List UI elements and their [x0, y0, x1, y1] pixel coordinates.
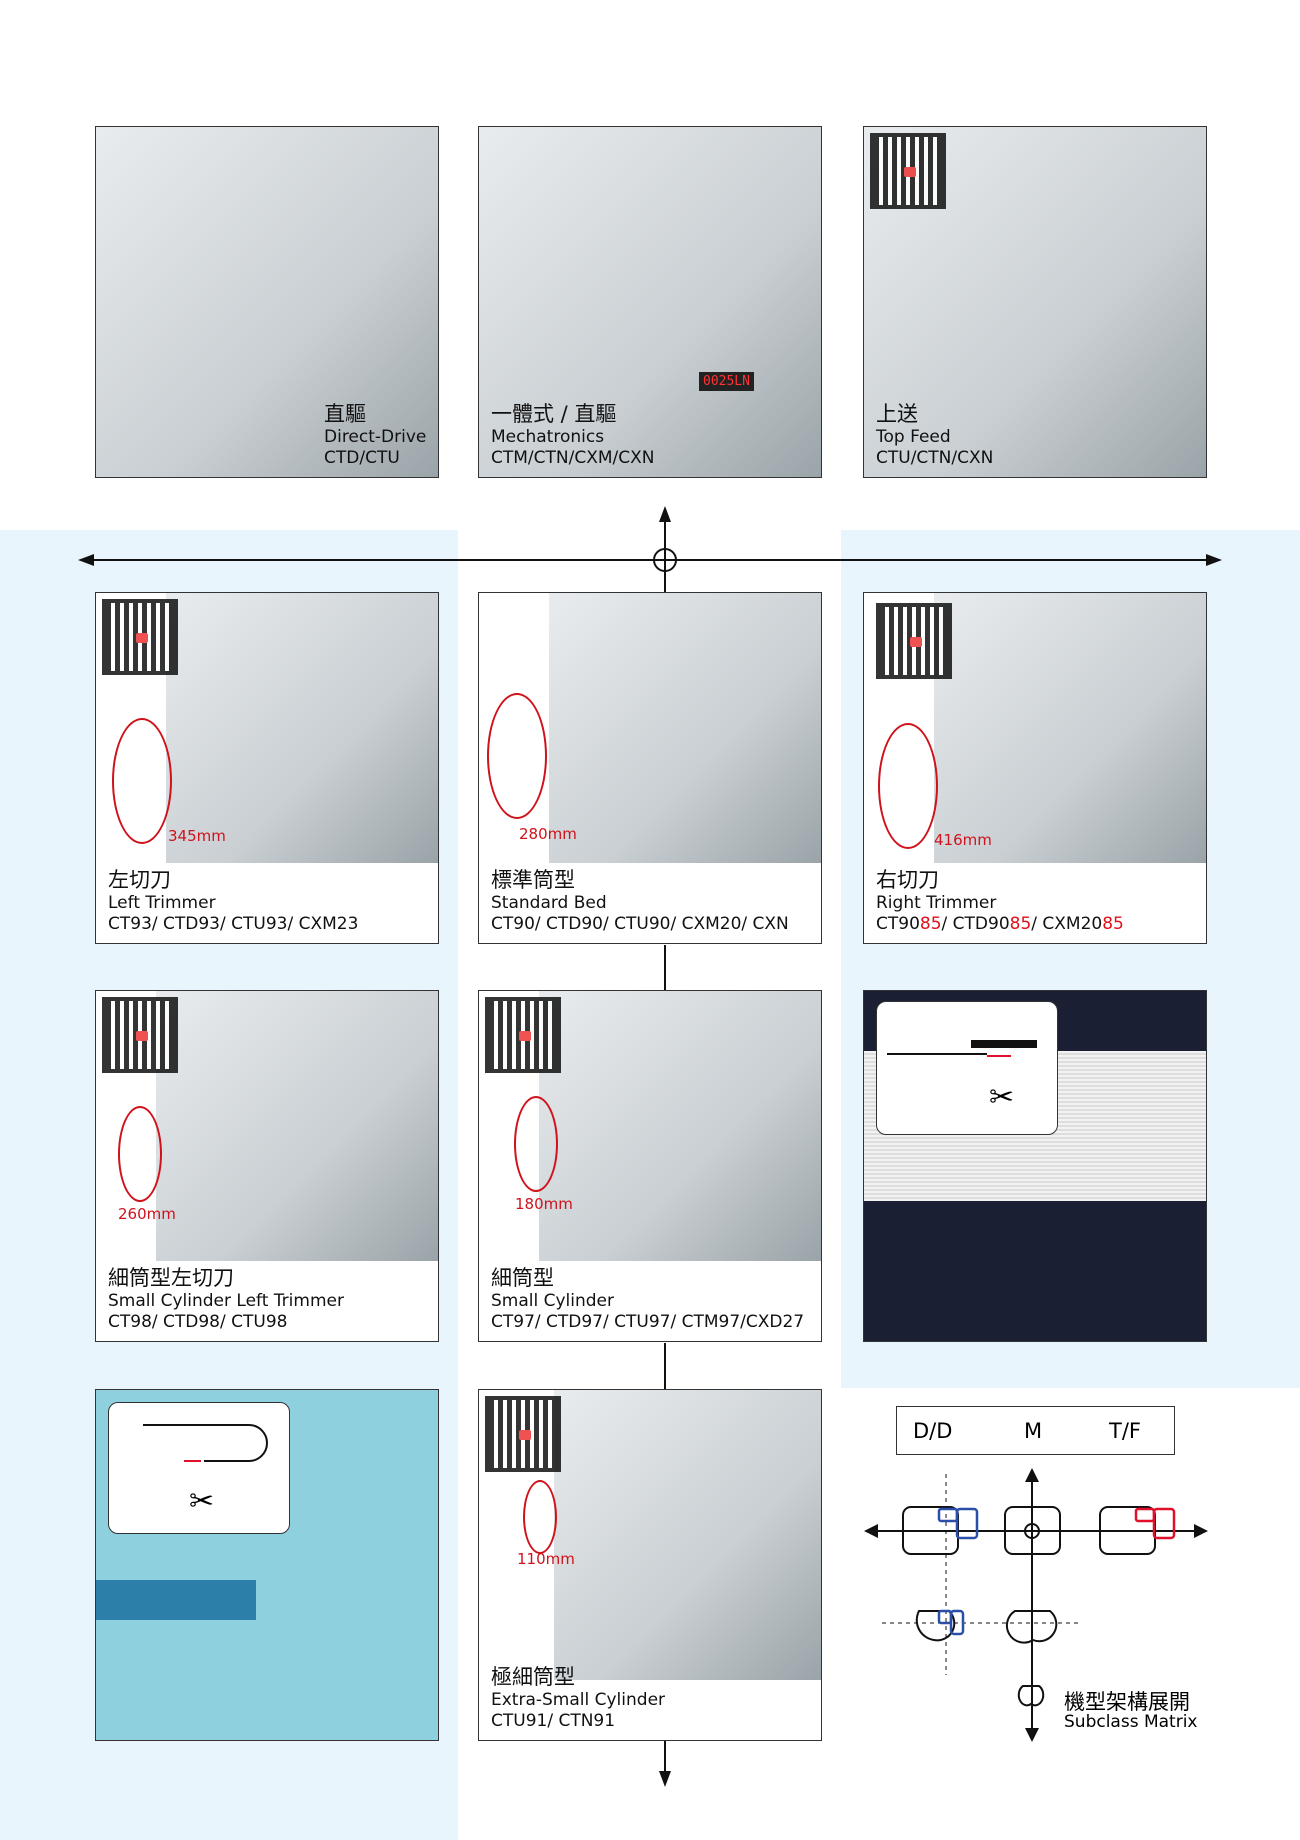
panel-fabric-left: ✂ [95, 1389, 439, 1741]
model-part: 85 [1102, 914, 1124, 934]
caption-zh: 標準筒型 [491, 868, 575, 892]
rotation-ring [878, 723, 938, 849]
caption-zh: 一體式 / 直驅 [491, 402, 617, 426]
caption-zh: 右切刀 [876, 868, 939, 892]
fabric-photo [96, 1580, 256, 1620]
caption-zh: 極細筒型 [491, 1665, 575, 1689]
matrix-title-en: Subclass Matrix [1064, 1712, 1198, 1732]
qr-code[interactable] [485, 997, 561, 1073]
caption-zh: 細筒型左切刀 [108, 1266, 234, 1290]
caption-models: CT98/ CTD98/ CTU98 [108, 1312, 288, 1332]
caption-en: Extra-Small Cylinder [491, 1690, 666, 1710]
caption-models: CT90/ CTD90/ CTU90/ CXM20/ CXN [491, 914, 789, 934]
model-part: 85 [919, 914, 942, 934]
model-part: 85 [1009, 914, 1032, 934]
caption-zh: 左切刀 [108, 868, 171, 892]
matrix-title-zh: 機型架構展開 [1064, 1690, 1190, 1714]
qr-code[interactable] [102, 599, 178, 675]
machine-photo [934, 593, 1206, 863]
bed-size: 180mm [515, 1195, 573, 1213]
svg-text:✂: ✂ [989, 1080, 1014, 1115]
rotation-ring [487, 693, 547, 819]
panel-fabric-right: ✂ [863, 990, 1207, 1342]
caption-models: CT97/ CTD97/ CTU97/ CTM97/CXD27 [491, 1312, 805, 1332]
rotation-ring [523, 1480, 557, 1554]
bed-size: 110mm [517, 1550, 575, 1568]
caption-models: CTD/CTU [324, 448, 400, 468]
machine-photo [549, 593, 821, 863]
stitch-diagram-card: ✂ [876, 1001, 1058, 1135]
model-part: / CXM20 [1031, 914, 1103, 934]
model-part: / CTD90 [941, 914, 1010, 934]
machine-photo [166, 593, 438, 863]
subclass-matrix: D/D M T/F 機型架構展開 Subclass Matrix [860, 1390, 1300, 1750]
caption-en: Mechatronics [491, 427, 605, 447]
caption-models: CTU/CTN/CXN [876, 448, 994, 468]
rotation-ring [118, 1106, 162, 1202]
caption-models: CTU91/ CTN91 [491, 1711, 616, 1731]
caption-en: Direct-Drive [324, 427, 427, 447]
label-m: M [1024, 1419, 1043, 1443]
qr-code[interactable] [876, 603, 952, 679]
control-display: 0025LN [699, 372, 754, 391]
matrix-diagram [864, 1468, 1208, 1742]
bed-size: 280mm [519, 825, 577, 843]
model-part: CT90 [876, 914, 920, 934]
stitch-diagram-card: ✂ [108, 1402, 290, 1534]
machine-photo [554, 1390, 821, 1680]
matrix-header: D/D M T/F [896, 1406, 1175, 1455]
caption-models: CT93/ CTD93/ CTU93/ CXM23 [108, 914, 359, 934]
caption-en: Right Trimmer [876, 893, 997, 913]
bed-size: 260mm [118, 1205, 176, 1223]
machine-photo [539, 991, 821, 1261]
machine-photo [156, 991, 438, 1261]
caption-en: Small Cylinder Left Trimmer [108, 1291, 344, 1311]
matrix-title: 機型架構展開 Subclass Matrix [1064, 1690, 1198, 1733]
caption-zh: 細筒型 [491, 1266, 554, 1290]
qr-code[interactable] [485, 1396, 561, 1472]
caption-en: Left Trimmer [108, 893, 216, 913]
label-dd: D/D [913, 1419, 953, 1443]
bed-size: 345mm [168, 827, 226, 845]
qr-code[interactable] [870, 133, 946, 209]
trim-right-icon: ✂ [887, 1040, 1037, 1115]
label-tf: T/F [1109, 1419, 1141, 1443]
caption-zh: 上送 [876, 402, 918, 426]
machine-photo [479, 127, 821, 477]
trim-left-icon: ✂ [143, 1424, 268, 1519]
caption-models: CT9085/ CTD9085/ CXM2085 [876, 914, 1124, 935]
machine-photo [96, 127, 438, 477]
caption-zh: 直驅 [324, 402, 366, 426]
caption-en: Standard Bed [491, 893, 607, 913]
caption-en: Small Cylinder [491, 1291, 615, 1311]
bed-size: 416mm [934, 831, 992, 849]
rotation-ring [514, 1096, 558, 1192]
svg-text:✂: ✂ [189, 1484, 214, 1519]
qr-code[interactable] [102, 997, 178, 1073]
rotation-ring [112, 718, 172, 844]
caption-en: Top Feed [876, 427, 951, 447]
caption-models: CTM/CTN/CXM/CXN [491, 448, 655, 468]
